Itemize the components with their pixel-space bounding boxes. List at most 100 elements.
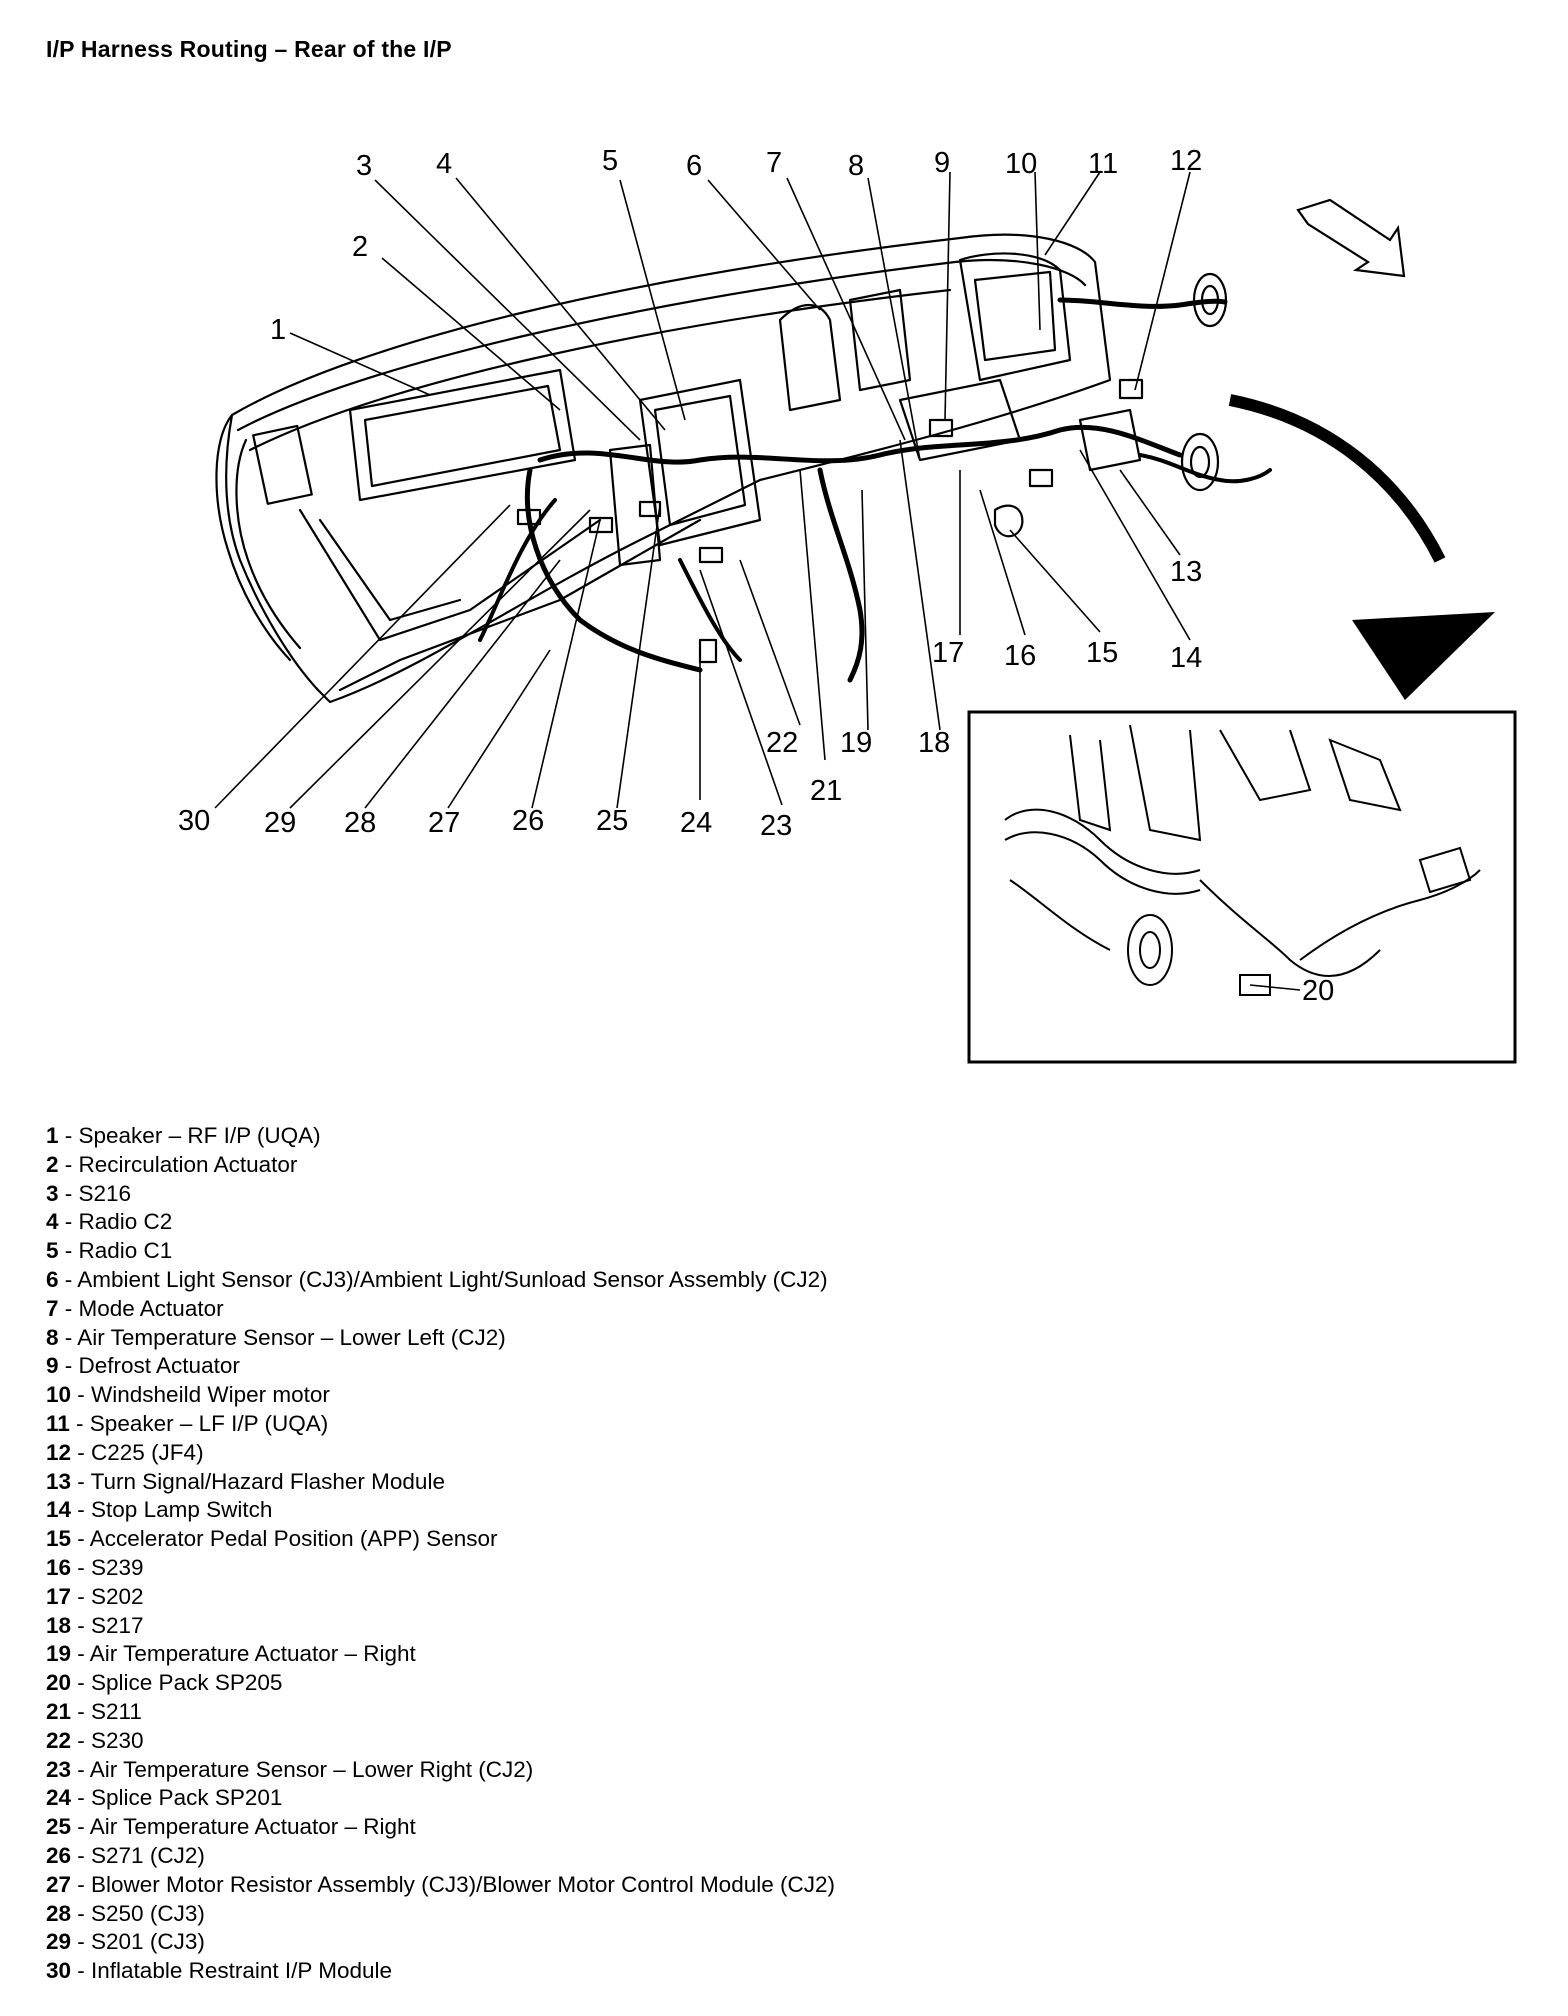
view-direction-arrow [1296, 198, 1406, 278]
callout-17: 17 [932, 637, 964, 669]
legend-text: - Air Temperature Actuator – Right [71, 1814, 416, 1840]
legend-number: 16 [46, 1554, 72, 1580]
callout-14: 14 [1170, 642, 1202, 674]
callout-25: 25 [596, 805, 628, 837]
legend-item: 16 - S239 [46, 1554, 835, 1583]
legend-number: 9 [46, 1353, 59, 1379]
legend-item: 17 - S202 [46, 1583, 835, 1612]
callout-12: 12 [1170, 145, 1202, 177]
callout-11: 11 [1088, 148, 1118, 180]
callout-8: 8 [848, 150, 864, 182]
legend-number: 14 [46, 1497, 72, 1523]
legend-text: - S271 (CJ2) [71, 1842, 205, 1868]
legend-item: 20 - Splice Pack SP205 [46, 1669, 835, 1698]
legend-item: 3 - S216 [46, 1180, 835, 1209]
legend-text: - Accelerator Pedal Position (APP) Senso… [71, 1526, 498, 1552]
legend-number: 19 [46, 1641, 72, 1667]
legend-text: - Radio C2 [58, 1209, 173, 1235]
callout-4: 4 [436, 148, 452, 180]
legend-number: 18 [46, 1612, 72, 1638]
legend-text: - Turn Signal/Hazard Flasher Module [71, 1468, 445, 1494]
legend-text: - S216 [58, 1180, 132, 1206]
legend-text: - S250 (CJ3) [71, 1900, 205, 1926]
legend-number: 17 [46, 1583, 72, 1609]
legend-text: - Blower Motor Resistor Assembly (CJ3)/B… [71, 1871, 835, 1897]
callout-24: 24 [680, 807, 712, 839]
legend-text: - Air Temperature Sensor – Lower Right (… [71, 1756, 534, 1782]
legend-text: - Splice Pack SP205 [71, 1670, 283, 1696]
callout-3: 3 [356, 150, 372, 182]
legend-number: 22 [46, 1727, 72, 1753]
legend-text: - Air Temperature Actuator – Right [71, 1641, 416, 1667]
legend-item: 12 - C225 (JF4) [46, 1439, 835, 1468]
legend-item: 6 - Ambient Light Sensor (CJ3)/Ambient L… [46, 1266, 835, 1295]
legend-number: 15 [46, 1526, 72, 1552]
callout-5: 5 [602, 145, 618, 177]
callout-19: 19 [840, 727, 872, 759]
legend-text: - C225 (JF4) [71, 1439, 204, 1465]
legend-number: 11 [46, 1410, 70, 1436]
legend-number: 26 [46, 1842, 72, 1868]
inset-detail [967, 710, 1517, 1064]
legend-item: 1 - Speaker – RF I/P (UQA) [46, 1122, 835, 1151]
legend-item: 28 - S250 (CJ3) [46, 1900, 835, 1929]
callout-18: 18 [918, 727, 950, 759]
legend-item: 5 - Radio C1 [46, 1237, 835, 1266]
leader-lines [214, 171, 1301, 991]
legend-item: 23 - Air Temperature Sensor – Lower Righ… [46, 1756, 835, 1785]
legend-number: 13 [46, 1468, 72, 1494]
callout-29: 29 [264, 807, 296, 839]
legend-item: 30 - Inflatable Restraint I/P Module [46, 1957, 835, 1986]
legend-text: - Ambient Light Sensor (CJ3)/Ambient Lig… [58, 1266, 828, 1292]
legend-text: - Air Temperature Sensor – Lower Left (C… [58, 1324, 506, 1350]
legend-text: - Splice Pack SP201 [71, 1785, 283, 1811]
callout-15: 15 [1086, 637, 1118, 669]
legend-text: - S239 [71, 1554, 144, 1580]
dashboard-drawing [215, 233, 1272, 704]
legend-number: 1 [46, 1123, 59, 1148]
legend-number: 20 [46, 1670, 72, 1696]
callout-6: 6 [686, 150, 702, 182]
callout-labels: 1 2 3 4 5 6 7 8 9 10 11 12 13 14 15 16 1… [178, 145, 1334, 1007]
legend-item: 29 - S201 (CJ3) [46, 1928, 835, 1957]
legend-text: - S201 (CJ3) [71, 1929, 205, 1955]
legend-number: 5 [46, 1238, 59, 1264]
legend-text: - S211 [71, 1698, 142, 1724]
legend-text: - Speaker – LF I/P (UQA) [69, 1410, 329, 1436]
legend-item: 14 - Stop Lamp Switch [46, 1496, 835, 1525]
legend-item: 7 - Mode Actuator [46, 1295, 835, 1324]
component-legend: 1 - Speaker – RF I/P (UQA)2 - Recirculat… [46, 1122, 835, 1986]
legend-text: - Radio C1 [58, 1238, 173, 1264]
callout-21: 21 [810, 775, 842, 807]
page-title: I/P Harness Routing – Rear of the I/P [46, 36, 452, 62]
legend-item: 27 - Blower Motor Resistor Assembly (CJ3… [46, 1871, 835, 1900]
legend-item: 26 - S271 (CJ2) [46, 1842, 835, 1871]
legend-item: 22 - S230 [46, 1727, 835, 1756]
legend-number: 7 [46, 1295, 59, 1321]
callout-7: 7 [766, 147, 782, 179]
legend-item: 18 - S217 [46, 1612, 835, 1641]
legend-item: 4 - Radio C2 [46, 1208, 835, 1237]
callout-1: 1 [270, 314, 286, 346]
legend-item: 24 - Splice Pack SP201 [46, 1784, 835, 1813]
legend-item: 10 - Windsheild Wiper motor [46, 1381, 835, 1410]
legend-number: 21 [46, 1698, 72, 1724]
legend-text: - Mode Actuator [58, 1295, 224, 1321]
legend-text: - S202 [71, 1583, 144, 1609]
callout-26: 26 [512, 805, 544, 837]
legend-item: 13 - Turn Signal/Hazard Flasher Module [46, 1468, 835, 1497]
callout-2: 2 [352, 231, 368, 263]
legend-number: 23 [46, 1756, 72, 1782]
legend-text: - Windsheild Wiper motor [71, 1382, 330, 1408]
callout-13: 13 [1170, 556, 1202, 588]
callout-10: 10 [1005, 148, 1037, 180]
legend-item: 15 - Accelerator Pedal Position (APP) Se… [46, 1525, 835, 1554]
legend-text: - S230 [71, 1727, 144, 1753]
legend-number: 25 [46, 1814, 72, 1840]
legend-text: - Defrost Actuator [58, 1353, 240, 1379]
legend-text: - Recirculation Actuator [58, 1151, 298, 1177]
legend-number: 12 [46, 1439, 72, 1465]
legend-number: 24 [46, 1785, 72, 1811]
callout-20: 20 [1302, 975, 1334, 1007]
legend-item: 8 - Air Temperature Sensor – Lower Left … [46, 1324, 835, 1353]
